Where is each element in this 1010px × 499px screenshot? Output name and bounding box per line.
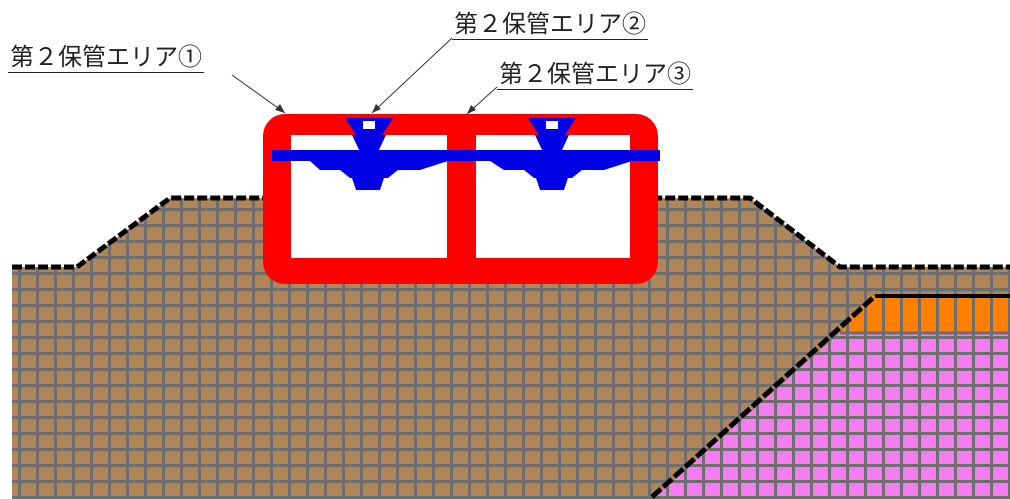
label-storage-area-2: 第２保管エリア② bbox=[452, 10, 648, 40]
leader-lines bbox=[231, 37, 498, 115]
rock-boundary-line bbox=[650, 294, 877, 499]
label-storage-area-3: 第２保管エリア③ bbox=[497, 60, 693, 90]
rock-layer bbox=[652, 333, 1010, 499]
label-storage-area-1: 第２保管エリア① bbox=[8, 43, 204, 73]
orange-layer bbox=[840, 296, 1010, 333]
arrow-heads bbox=[275, 104, 476, 114]
